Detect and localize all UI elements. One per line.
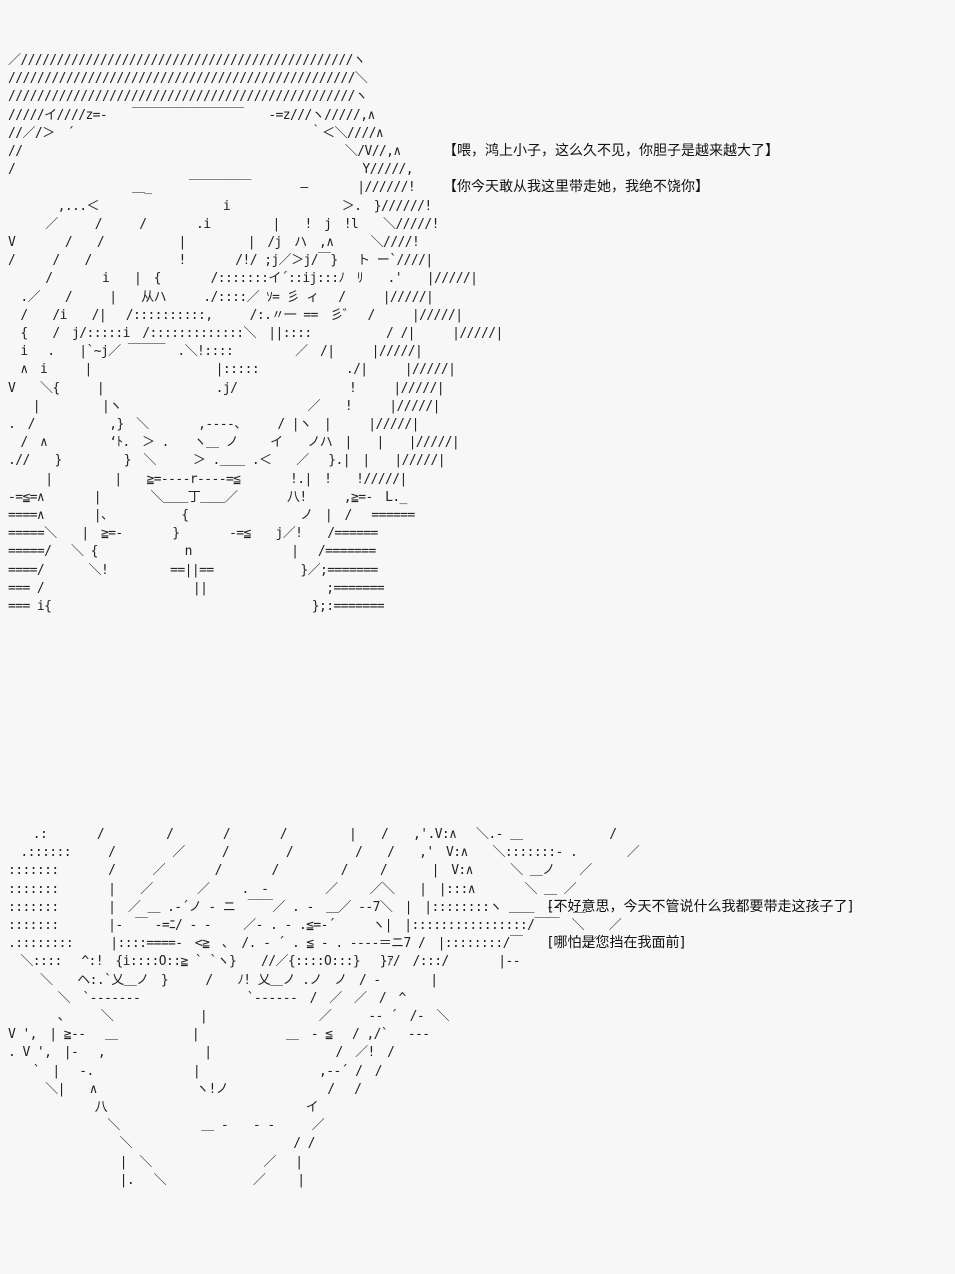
dialogue-line-1: 【喂，鸿上小子，这么久不见，你胆子是越来越大了】 (443, 143, 779, 159)
dialogue-line-2: 【你今天敢从我这里带走她，我绝不饶你】 (443, 179, 709, 195)
ascii-art-panel-top: ／///////////////////////////////////////… (8, 53, 503, 615)
dialogue-line-4: [哪怕是您挡在我面前] (548, 935, 685, 951)
dialogue-line-3: [不好意思，今天不管说什么我都要带走这孩子了] (548, 899, 853, 915)
ascii-art-panel-bottom: .: / / / / | / ,'.V:∧ ＼.- ＿ / .:::::: / … (8, 827, 640, 1188)
